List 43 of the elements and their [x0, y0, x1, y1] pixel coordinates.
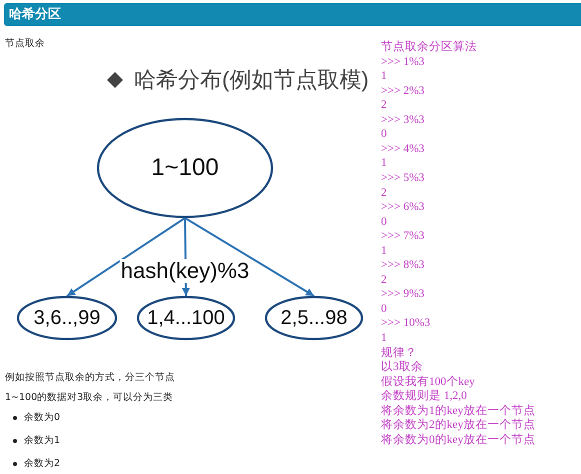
- code-line: 1: [381, 69, 387, 84]
- code-line: 1: [381, 156, 387, 170]
- code-line: 2: [381, 98, 387, 112]
- code-line: 将余数为2的key放在一个节点: [381, 418, 536, 432]
- code-line: 将余数为0的key放在一个节点: [381, 432, 536, 447]
- list-item: 余数为0: [24, 411, 60, 425]
- paragraph: 例如按照节点取余的方式，分三个节点: [5, 371, 175, 385]
- arrow: [66, 217, 186, 297]
- code-line: >>> 3%3: [381, 112, 424, 127]
- code-line: 1: [381, 331, 387, 345]
- code-line: 0: [381, 214, 387, 229]
- code-line: 节点取余分区算法: [381, 40, 477, 54]
- code-line: 1: [381, 244, 387, 258]
- section-label: 节点取余: [5, 37, 45, 51]
- heading: 哈希分布(例如节点取模): [134, 66, 369, 94]
- code-line: >>> 2%3: [381, 84, 424, 98]
- list-item: 余数为2: [24, 457, 60, 471]
- code-line: 余数规则是 1,2,0: [381, 389, 467, 404]
- header-bar: 哈希分区: [4, 3, 581, 26]
- code-line: 2: [381, 186, 387, 200]
- ellipse-node: 3,6..,99: [17, 296, 117, 340]
- ellipse-node: 1,4...100: [137, 296, 235, 340]
- ellipse-node: 1~100: [97, 118, 273, 218]
- code-line: 0: [381, 302, 387, 316]
- code-line: 0: [381, 127, 387, 142]
- code-line: >>> 4%3: [381, 142, 424, 156]
- code-line: 规律？: [381, 346, 417, 360]
- paragraph: 1~100的数据对3取余，可以分为三类: [5, 391, 174, 405]
- code-line: 假设我有100个key: [381, 374, 475, 389]
- code-line: 将余数为1的key放在一个节点: [381, 404, 536, 418]
- code-line: >>> 9%3: [381, 287, 424, 302]
- code-line: >>> 10%3: [381, 316, 430, 330]
- code-line: 以3取余: [381, 360, 423, 374]
- code-line: >>> 7%3: [381, 229, 424, 244]
- code-line: >>> 6%3: [381, 200, 424, 214]
- ellipse-node: 2,5...98: [265, 296, 363, 340]
- list-item: 余数为1: [24, 434, 60, 448]
- code-line: >>> 5%3: [381, 170, 424, 185]
- arrow: [184, 217, 315, 297]
- code-line: >>> 1%3: [381, 54, 424, 69]
- edge-label: hash(key)%3: [120, 259, 250, 283]
- code-line: >>> 8%3: [381, 258, 424, 272]
- code-line: 2: [381, 272, 387, 287]
